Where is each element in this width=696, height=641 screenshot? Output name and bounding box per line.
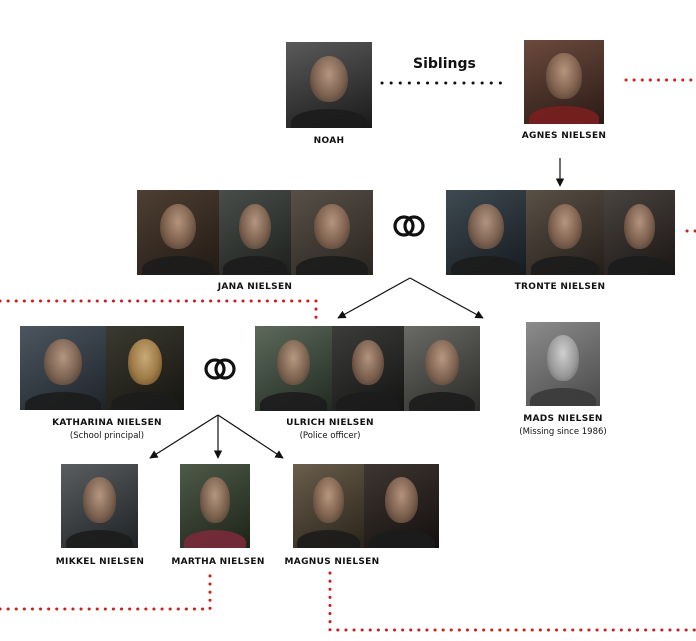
mads-photo [526,322,600,406]
red-dotted-paths [0,78,696,632]
jana-photos [137,190,373,275]
ulrich-portrait-young [255,326,332,411]
martha-photo [180,464,250,548]
agnes-portrait [524,40,604,124]
katharina-name: KATHARINA NIELSEN [52,418,162,428]
agnes-name: AGNES NIELSEN [521,131,607,141]
katharina-label: KATHARINA NIELSEN (School principal) [22,418,192,441]
noah-photo [286,42,372,128]
arrow-to-magnus [217,414,284,459]
tronte-portrait-adult [526,190,604,275]
martha-portrait [180,464,250,548]
ulrich-note: (Police officer) [299,431,361,441]
arrow-to-ulrich [337,277,411,319]
jana-name: JANA NIELSEN [217,282,293,292]
jana-portrait-young [137,190,219,275]
magnus-portrait-young [293,464,364,548]
mikkel-portrait [61,464,138,548]
tronte-portrait-old [604,190,675,275]
mads-name: MADS NIELSEN [523,414,603,424]
ulrich-portrait-adult [332,326,404,411]
tronte-photos [446,190,675,275]
noah-portrait [286,42,372,128]
mads-note: (Missing since 1986) [519,427,607,437]
jana-portrait-old [291,190,373,275]
magnus-name: MAGNUS NIELSEN [284,557,380,567]
ulrich-name: ULRICH NIELSEN [286,418,374,428]
katharina-note: (School principal) [69,431,145,441]
katharina-photos [20,326,184,410]
martha-name: MARTHA NIELSEN [171,557,265,567]
rings-icon [204,358,236,380]
tronte-name: TRONTE NIELSEN [514,282,606,292]
magnus-photos [293,464,439,548]
arrow-to-mikkel [149,414,219,459]
siblings-label: Siblings [413,56,476,72]
jana-portrait-adult [219,190,291,275]
mads-portrait [526,322,600,406]
mikkel-photo [61,464,138,548]
noah-name: NOAH [313,136,345,146]
mikkel-name: MIKKEL NIELSEN [55,557,145,567]
ulrich-portrait-old [404,326,480,411]
mads-label: MADS NIELSEN (Missing since 1986) [498,414,628,437]
arrow-to-mads [409,277,484,319]
tronte-portrait-young [446,190,526,275]
magnus-portrait-adult [364,464,439,548]
katharina-portrait-young [20,326,106,410]
katharina-portrait-adult [106,326,184,410]
agnes-photo [524,40,604,124]
ulrich-photos [255,326,480,411]
ulrich-label: ULRICH NIELSEN (Police officer) [260,418,400,441]
rings-icon [393,215,425,237]
